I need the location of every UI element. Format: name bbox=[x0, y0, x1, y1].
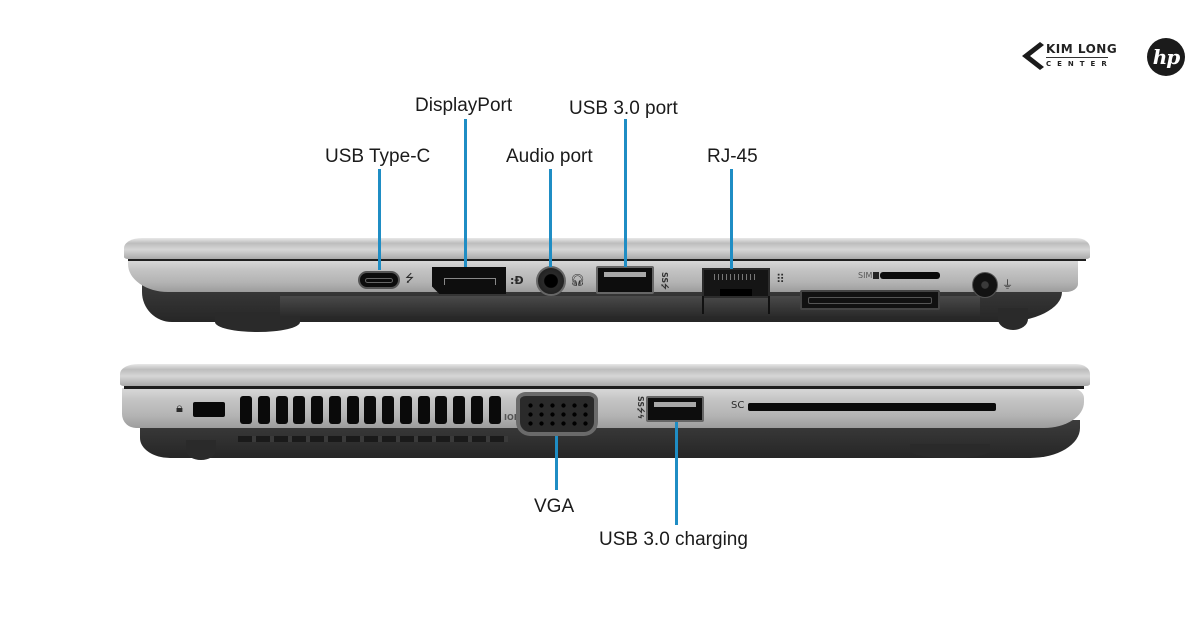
security-lock-slot bbox=[193, 402, 225, 417]
kim-long-chevron-icon bbox=[1022, 42, 1044, 70]
label-rj-45: RJ-45 bbox=[707, 146, 758, 167]
lid-seam bbox=[128, 258, 1086, 261]
retailer-divider bbox=[1046, 57, 1108, 58]
retailer-subtitle: CENTER bbox=[1046, 60, 1113, 68]
displayport-port bbox=[432, 267, 506, 294]
rubber-foot-left bbox=[215, 312, 300, 332]
power-jack bbox=[972, 272, 998, 298]
rubber-foot-right bbox=[910, 444, 990, 458]
leader-audio-port bbox=[549, 169, 552, 267]
lower-vent-strip bbox=[238, 436, 508, 442]
leader-usb-3-port bbox=[624, 119, 627, 267]
docking-connector bbox=[800, 290, 940, 310]
lid-seam bbox=[124, 386, 1084, 389]
power-plug-icon: ⏚ bbox=[1002, 278, 1013, 291]
sim-label: SIM bbox=[858, 271, 873, 280]
leader-usb-3-charging bbox=[675, 422, 678, 525]
ss-usb-icon: SS⭍ bbox=[660, 272, 669, 290]
sim-card-slot bbox=[880, 272, 940, 279]
displayport-icon: :Đ bbox=[510, 274, 524, 287]
rubber-foot-right bbox=[998, 308, 1028, 330]
label-usb-type-c: USB Type-C bbox=[325, 146, 431, 167]
rj-45-port bbox=[702, 268, 770, 298]
laptop-lid bbox=[124, 238, 1090, 259]
usb-type-c-port bbox=[358, 271, 400, 289]
label-usb-3-charging: USB 3.0 charging bbox=[599, 529, 748, 550]
leader-usb-type-c bbox=[378, 169, 381, 270]
vga-port bbox=[516, 392, 598, 436]
leader-vga bbox=[555, 436, 558, 490]
usb-3-charging-port bbox=[646, 396, 704, 422]
leader-rj-45 bbox=[730, 169, 733, 269]
label-displayport: DisplayPort bbox=[415, 95, 513, 116]
usb-3-port bbox=[596, 266, 654, 294]
brand-logos: KIM LONG CENTER hp bbox=[1022, 38, 1185, 78]
leader-displayport bbox=[464, 119, 467, 267]
hp-logo: hp bbox=[1147, 38, 1185, 76]
ss-usb-charging-icon: SS⭍ϟ bbox=[636, 396, 645, 420]
label-audio-port: Audio port bbox=[506, 146, 593, 167]
network-icon: ⠿ bbox=[776, 272, 785, 286]
laptop-lid bbox=[120, 364, 1090, 386]
rubber-foot-left bbox=[186, 440, 216, 460]
lock-icon: 🔒︎ bbox=[176, 401, 183, 416]
smart-card-slot bbox=[748, 403, 996, 411]
usb-icon: ⭍ bbox=[405, 272, 415, 285]
retailer-name: KIM LONG bbox=[1046, 42, 1118, 56]
monitor-icon: IOI bbox=[504, 413, 517, 422]
smart-card-label: SC bbox=[731, 400, 745, 411]
headset-icon: 🎧︎ bbox=[570, 273, 586, 287]
audio-jack bbox=[536, 266, 566, 296]
label-usb-3-port: USB 3.0 port bbox=[569, 98, 678, 119]
rj45-lower-frame bbox=[702, 296, 770, 314]
label-vga: VGA bbox=[534, 496, 575, 517]
sim-icon bbox=[873, 272, 879, 279]
